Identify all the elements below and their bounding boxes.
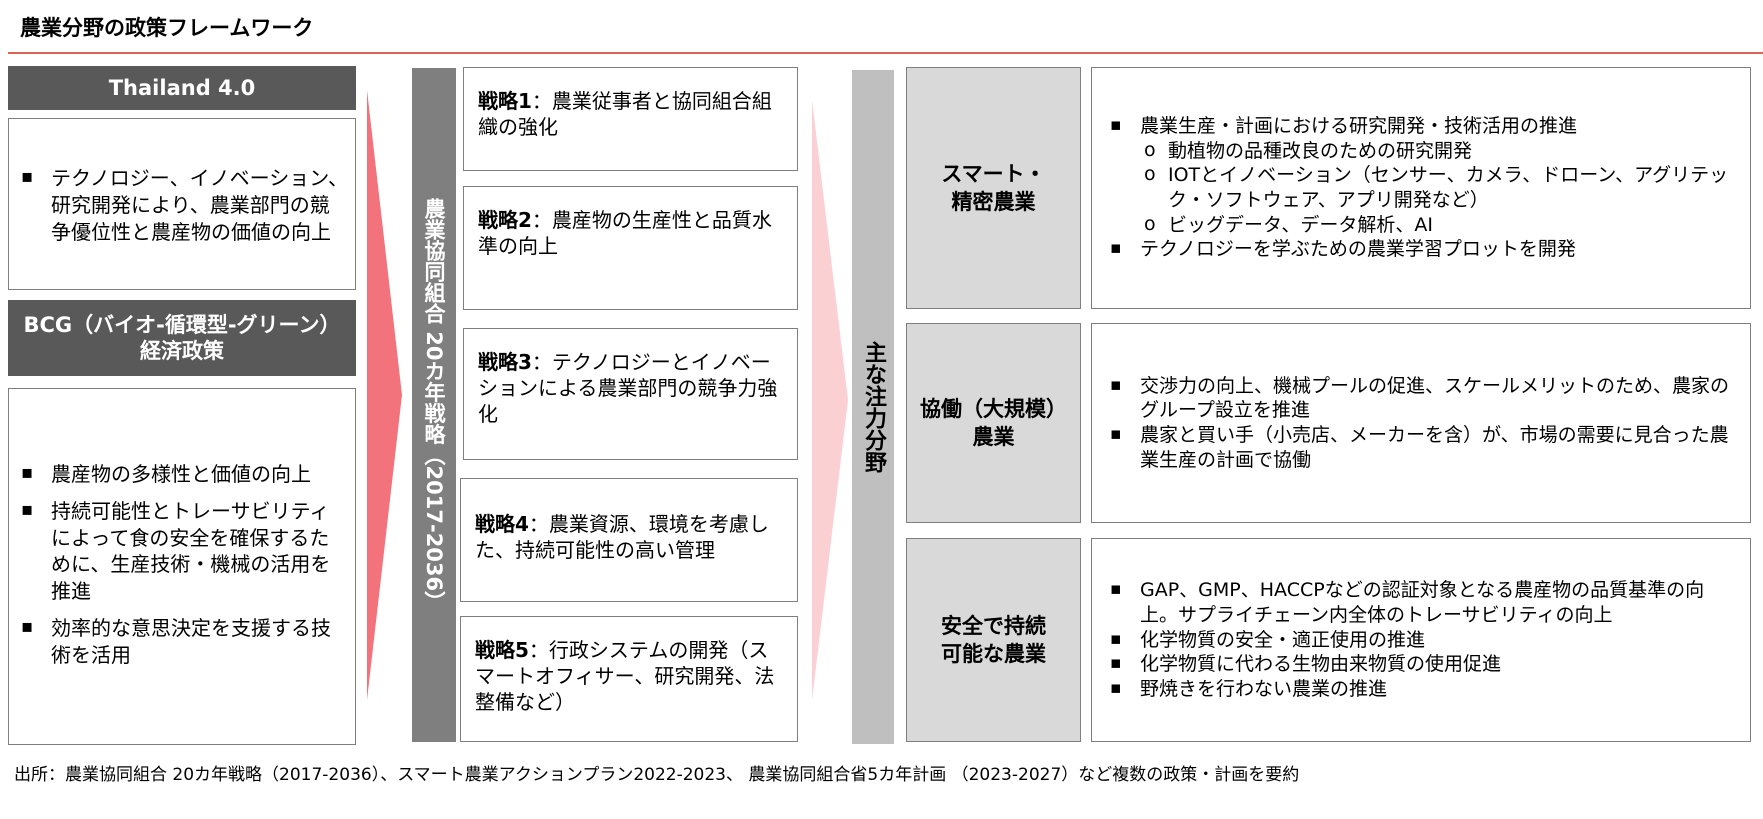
page-title: 農業分野の政策フレームワーク (20, 16, 314, 40)
strategy-text: ：テクノロジーとイノベーションによる農業部門の競争力強化 (478, 350, 778, 426)
thailand-bullet-list: テクノロジー、イノベーション、研究開発により、農業部門の競争優位性と農産物の価値… (15, 165, 349, 245)
strategy-label: 戦略1 (478, 89, 532, 113)
source-footnote: 出所：農業協同組合 20カ年戦略（2017-2036）、スマート農業アクションプ… (14, 765, 1300, 785)
detail-list: 交渉力の向上、機械プールの促進、スケールメリットのため、農家のグループ設立を推進… (1104, 374, 1740, 473)
bcg-box: 農産物の多様性と価値の向上 持続可能性とトレーサビリティによって食の安全を確保す… (8, 388, 356, 745)
focus-detail-smart: 農業生産・計画における研究開発・技術活用の推進 動植物の品種改良のための研究開発… (1091, 67, 1751, 309)
bcg-header-line2: 経済政策 (139, 339, 224, 363)
strategy-box-1: 戦略1：農業従事者と協同組合組織の強化 (463, 67, 798, 171)
focus-area-name: 精密農業 (951, 190, 1036, 214)
focus-area-name: 安全で持続 (941, 613, 1046, 638)
detail-bullet: 化学物質に代わる生物由来物質の使用促進 (1104, 652, 1740, 677)
focus-area-name: スマート・ (941, 161, 1046, 186)
strategy-bar: 農業協同組合 20カ年戦略（2017-2036） (412, 68, 456, 742)
strategy-label: 戦略2 (478, 208, 532, 232)
detail-bullet: 交渉力の向上、機械プールの促進、スケールメリットのため、農家のグループ設立を推進 (1104, 374, 1740, 423)
strategy-box-2: 戦略2：農産物の生産性と品質水準の向上 (463, 186, 798, 310)
detail-subbullet: ビッグデータ、データ解析、AI (1104, 212, 1740, 238)
detail-subbullet: IOTとイノベーション（センサー、カメラ、ドローン、アグリテック・ソフトウェア、… (1104, 162, 1740, 212)
detail-list: 農業生産・計画における研究開発・技術活用の推進 動植物の品種改良のための研究開発… (1104, 114, 1740, 262)
strategy-text: ：行政システムの開発（スマートオフィサー、研究開発、法整備など） (475, 638, 775, 714)
detail-bullet: テクノロジーを学ぶための農業学習プロットを開発 (1104, 237, 1740, 262)
thailand-bullet: テクノロジー、イノベーション、研究開発により、農業部門の競争優位性と農産物の価値… (15, 165, 349, 245)
focus-area-name: 可能な農業 (941, 642, 1046, 666)
detail-bullet: GAP、GMP、HACCPなどの認証対象となる農産物の品質基準の向上。サプライチ… (1104, 578, 1740, 627)
strategy-text: ：農業資源、環境を考慮した、持続可能性の高い管理 (475, 512, 769, 562)
arrow-right-shape (812, 100, 848, 700)
detail-bullet: 化学物質の安全・適正使用の推進 (1104, 628, 1740, 653)
focus-bar: 主な注力分野 (852, 70, 894, 744)
detail-list: GAP、GMP、HACCPなどの認証対象となる農産物の品質基準の向上。サプライチ… (1104, 578, 1740, 701)
detail-bullet: 農業生産・計画における研究開発・技術活用の推進 (1104, 114, 1740, 139)
bcg-bullet: 効率的な意思決定を支援する技術を活用 (15, 615, 349, 669)
detail-subbullet: 動植物の品種改良のための研究開発 (1104, 138, 1740, 164)
focus-area-smart: スマート・精密農業 (906, 67, 1081, 309)
arrow-left-shape (367, 90, 402, 700)
bcg-header-line1: BCG（バイオ-循環型-グリーン） (23, 312, 341, 337)
focus-area-name: 農業 (972, 425, 1015, 449)
bcg-bullet: 農産物の多様性と価値の向上 (15, 461, 349, 488)
strategy-label: 戦略5 (475, 638, 529, 662)
focus-detail-sustainable: GAP、GMP、HACCPなどの認証対象となる農産物の品質基準の向上。サプライチ… (1091, 538, 1751, 742)
arrow-chevron-left (367, 90, 402, 700)
strategy-label: 戦略3 (478, 350, 532, 374)
title-divider (8, 52, 1763, 54)
strategy-label: 戦略4 (475, 512, 529, 536)
focus-area-cooperative: 協働（大規模） 農業 (906, 323, 1081, 523)
thailand-box: テクノロジー、イノベーション、研究開発により、農業部門の競争優位性と農産物の価値… (8, 118, 356, 290)
bcg-bullet-list: 農産物の多様性と価値の向上 持続可能性とトレーサビリティによって食の安全を確保す… (15, 461, 349, 669)
strategy-text: ：農産物の生産性と品質水準の向上 (478, 208, 772, 258)
focus-detail-cooperative: 交渉力の向上、機械プールの促進、スケールメリットのため、農家のグループ設立を推進… (1091, 323, 1751, 523)
bcg-header: BCG（バイオ-循環型-グリーン） 経済政策 (8, 300, 356, 376)
thailand-header: Thailand 4.0 (8, 66, 356, 110)
focus-area-sustainable: 安全で持続可能な農業 (906, 538, 1081, 742)
bcg-bullet: 持続可能性とトレーサビリティによって食の安全を確保するために、生産技術・機械の活… (15, 498, 349, 605)
strategy-box-3: 戦略3：テクノロジーとイノベーションによる農業部門の競争力強化 (463, 328, 798, 460)
detail-bullet: 農家と買い手（小売店、メーカーを含）が、市場の需要に見合った農業生産の計画で協働 (1104, 423, 1740, 472)
focus-area-name: 協働（大規模） (920, 396, 1067, 421)
strategy-text: ：農業従事者と協同組合組織の強化 (478, 89, 772, 139)
arrow-chevron-right (812, 100, 848, 700)
strategy-box-5: 戦略5：行政システムの開発（スマートオフィサー、研究開発、法整備など） (460, 616, 798, 742)
detail-bullet: 野焼きを行わない農業の推進 (1104, 677, 1740, 702)
strategy-box-4: 戦略4：農業資源、環境を考慮した、持続可能性の高い管理 (460, 478, 798, 602)
